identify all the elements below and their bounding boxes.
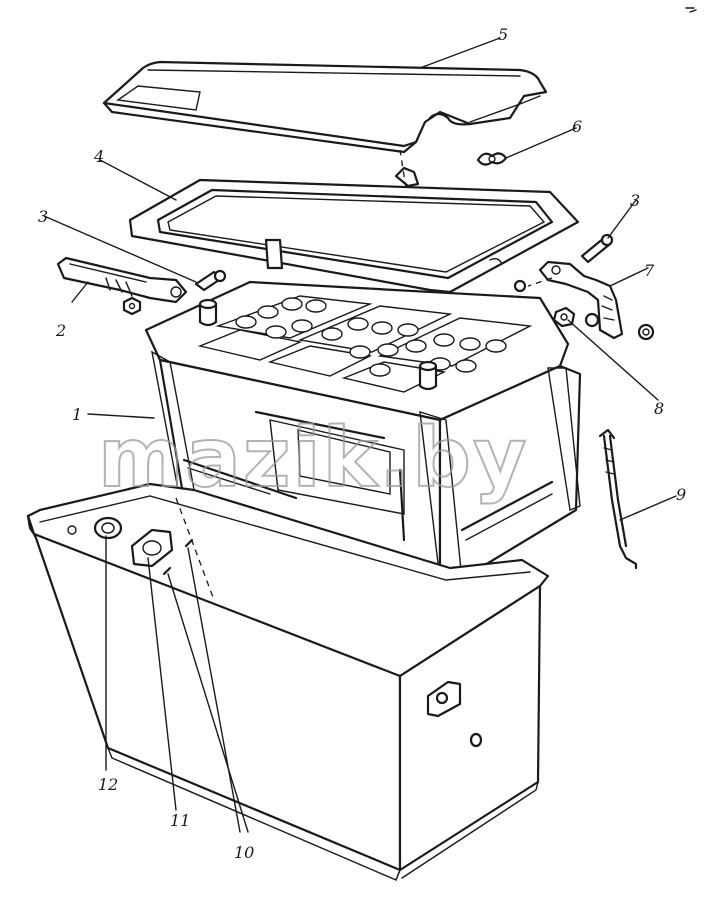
part-11-plate [130,528,174,568]
part-7-clamp [538,260,655,341]
callout-1: 1 [72,405,82,424]
leader-lines [43,37,677,833]
nut-left [122,296,142,316]
part-3-bolt-right [580,233,614,264]
part-6-wing-nut [476,152,508,166]
part-5-lid [102,60,548,154]
part-3-bolt-left [194,269,227,292]
callout-5: 5 [498,25,508,44]
part-10-screws [162,538,194,576]
part-9-hook-rod [598,428,638,570]
callout-10: 10 [234,843,254,862]
callout-11: 11 [170,811,190,830]
callout-7: 7 [644,261,655,280]
callout-labels: 1 2 3 3 4 5 6 7 8 9 10 11 12 [38,25,686,862]
callout-12: 12 [98,775,118,794]
callout-3-left: 3 [38,207,48,226]
battery-cell-caps [235,297,507,377]
corner-mark [685,7,697,13]
watermark: mazik.by [98,411,528,506]
callout-2: 2 [55,321,66,340]
part-4-frame [128,166,580,294]
callout-9: 9 [676,485,686,504]
assembly-lines [175,149,553,601]
callout-3-right: 3 [630,191,640,210]
callout-8: 8 [654,399,664,418]
part-1-battery [144,280,582,582]
callout-4: 4 [93,147,104,166]
part-12-grommet [93,516,123,540]
callout-6: 6 [572,117,582,136]
part-2-cable-terminal [56,256,188,304]
